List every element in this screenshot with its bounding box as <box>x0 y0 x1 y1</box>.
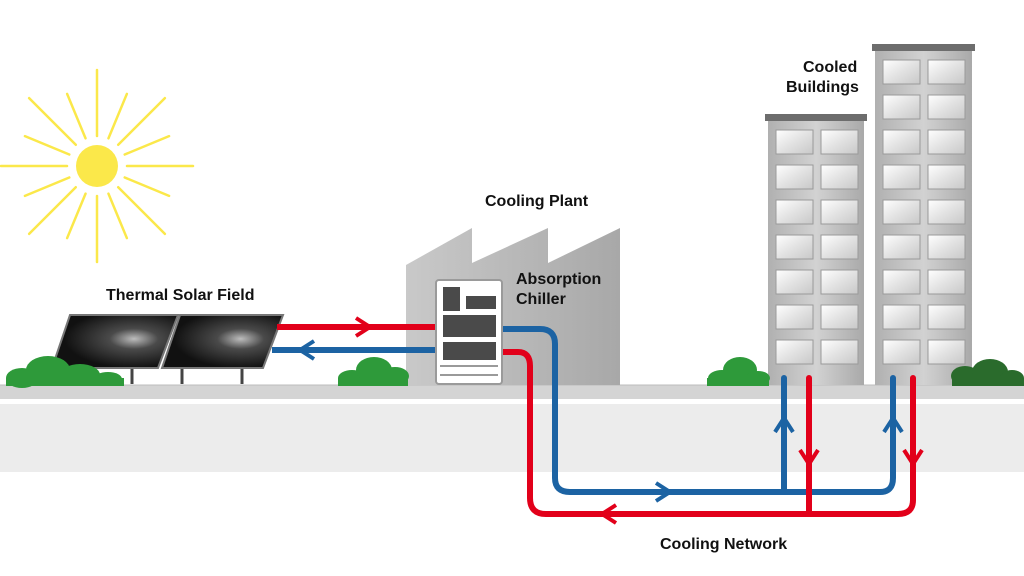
building-window <box>820 129 859 155</box>
building-window <box>882 199 921 225</box>
bush-icon <box>707 357 770 386</box>
building-window <box>927 199 966 225</box>
underground-band <box>0 404 1024 472</box>
sun-ray <box>123 134 171 156</box>
building-window <box>775 164 814 190</box>
sun-icon <box>0 68 195 264</box>
absorption-chiller-icon <box>435 279 503 385</box>
building-window <box>927 234 966 260</box>
building-window <box>775 199 814 225</box>
building-window <box>882 129 921 155</box>
building-window <box>820 304 859 330</box>
solar-panel-icon <box>50 314 180 384</box>
hot-pipe-network <box>497 349 916 517</box>
building-window <box>820 234 859 260</box>
sun-ray <box>23 176 71 198</box>
hot-flow-arrow <box>798 448 820 468</box>
sun-ray <box>27 185 78 236</box>
label-absorption-chiller-line2: Chiller <box>516 291 566 308</box>
label-cooling-plant: Cooling Plant <box>485 193 589 210</box>
building-window <box>927 59 966 85</box>
label-absorption-chiller-line1: Absorption <box>516 271 602 288</box>
bush-icon <box>951 359 1024 386</box>
building-window <box>882 59 921 85</box>
cold-pipe-chiller-to-solar <box>272 339 440 361</box>
building-icon <box>872 44 975 385</box>
building-window <box>882 269 921 295</box>
building-window <box>775 234 814 260</box>
cold-pipe-network <box>497 326 896 495</box>
solar-panel-icon <box>160 314 285 384</box>
bush-icon <box>338 357 409 386</box>
sun-ray <box>27 96 78 147</box>
hot-flow-arrow <box>902 448 924 468</box>
building-window <box>927 339 966 365</box>
cold-flow-arrow <box>654 481 674 503</box>
sun-ray <box>107 92 129 140</box>
building-window <box>927 164 966 190</box>
sun-ray <box>65 92 87 140</box>
sun-ray <box>116 96 167 147</box>
label-thermal-solar-field: Thermal Solar Field <box>106 287 255 304</box>
building-window <box>775 304 814 330</box>
cold-flow-arrow <box>773 414 795 434</box>
building-window <box>927 304 966 330</box>
building-window <box>882 164 921 190</box>
building-window <box>927 94 966 120</box>
building-window <box>927 129 966 155</box>
label-cooled-buildings-line2: Buildings <box>786 79 859 96</box>
building-window <box>882 94 921 120</box>
sun-ray <box>116 185 167 236</box>
building-window <box>927 269 966 295</box>
sun-ray <box>107 192 129 240</box>
cold-flow-arrow <box>882 414 904 434</box>
label-cooled-buildings-line1: Cooled <box>803 59 858 76</box>
building-window <box>820 164 859 190</box>
label-cooling-network: Cooling Network <box>660 536 788 553</box>
building-icon <box>765 114 867 385</box>
building-window <box>820 269 859 295</box>
sun-ray <box>23 134 71 156</box>
building-window <box>820 199 859 225</box>
building-window <box>775 339 814 365</box>
building-window <box>882 339 921 365</box>
sun-ray <box>65 192 87 240</box>
bush-icon <box>6 356 124 388</box>
building-window <box>820 339 859 365</box>
hot-pipe-solar-to-chiller <box>277 316 440 338</box>
building-window <box>775 269 814 295</box>
building-window <box>775 129 814 155</box>
sun-ray <box>123 176 171 198</box>
building-window <box>882 304 921 330</box>
ground-line <box>0 385 1024 399</box>
hot-flow-arrow <box>598 503 618 525</box>
building-window <box>882 234 921 260</box>
